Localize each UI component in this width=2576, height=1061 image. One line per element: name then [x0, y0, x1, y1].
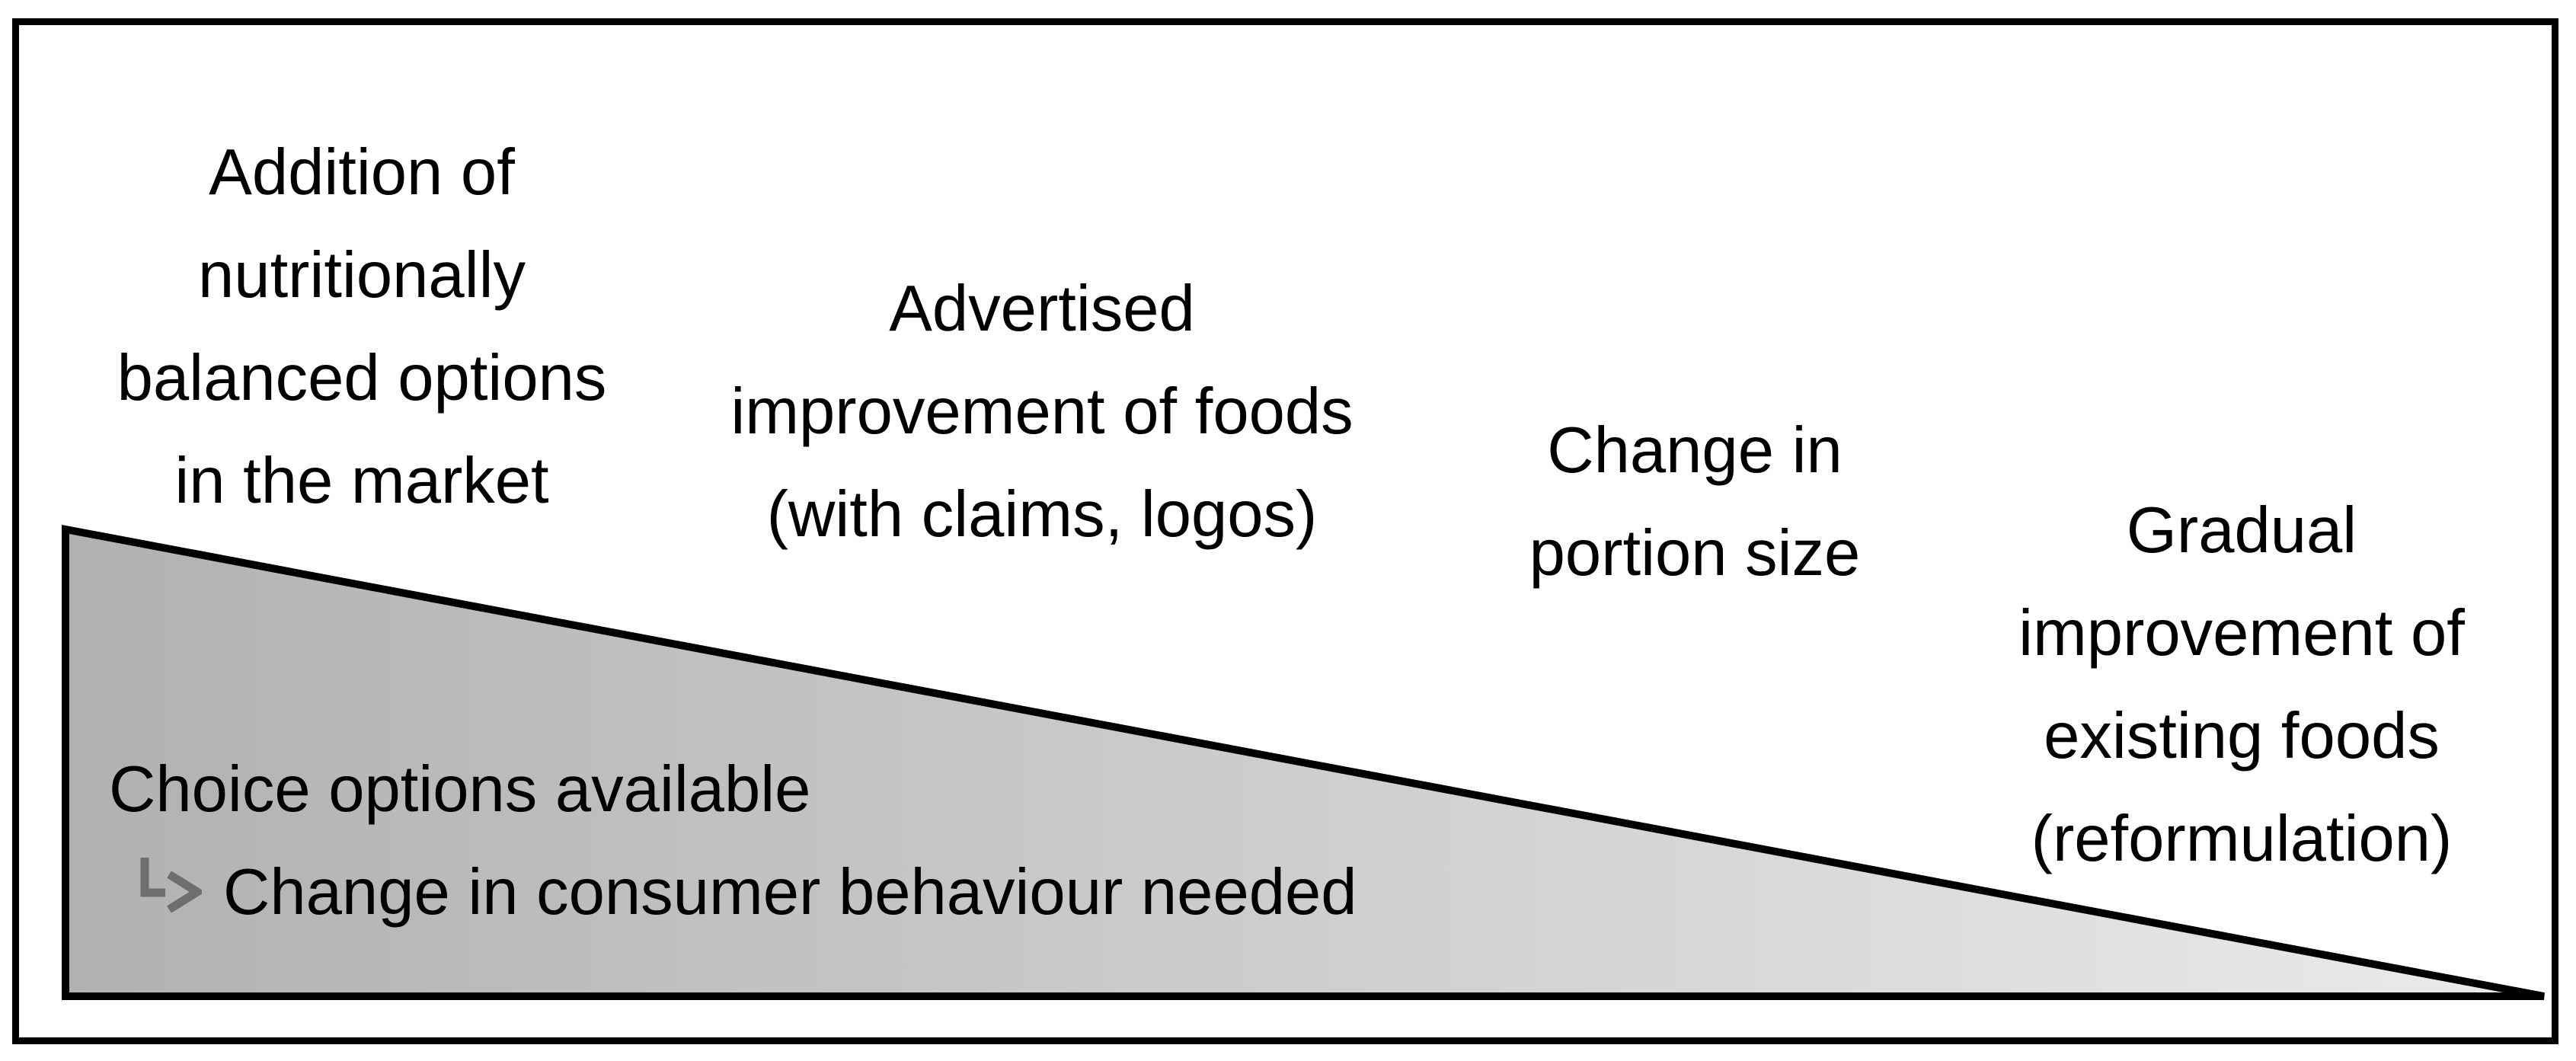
wedge-label-choice-options: Choice options available	[109, 753, 811, 826]
elbow-right-arrow-icon	[140, 858, 202, 912]
label-gradual-reformulation: Gradual improvement of existing foods (r…	[2018, 479, 2465, 890]
label-line: Gradual	[2126, 494, 2357, 567]
label-line: Addition of	[209, 136, 515, 209]
label-line: (reformulation)	[2031, 803, 2453, 875]
label-line: balanced options	[117, 342, 607, 414]
label-line: improvement of	[2018, 597, 2465, 670]
label-line: existing foods	[2044, 700, 2440, 772]
label-change-portion-size: Change in portion size	[1529, 399, 1861, 605]
label-line: nutritionally	[198, 239, 526, 312]
label-addition-of-options: Addition of nutritionally balanced optio…	[117, 121, 607, 532]
label-line: Advertised	[889, 273, 1195, 345]
label-advertised-improvement: Advertised improvement of foods (with cl…	[730, 257, 1353, 566]
wedge-label-consumer-behaviour: Change in consumer behaviour needed	[223, 856, 1357, 928]
label-line: (with claims, logos)	[766, 478, 1318, 551]
label-line: portion size	[1529, 517, 1861, 590]
label-line: in the market	[174, 445, 549, 517]
label-line: Change in	[1547, 414, 1843, 487]
wedge-shape	[62, 524, 2545, 1000]
label-line: improvement of foods	[730, 376, 1354, 448]
